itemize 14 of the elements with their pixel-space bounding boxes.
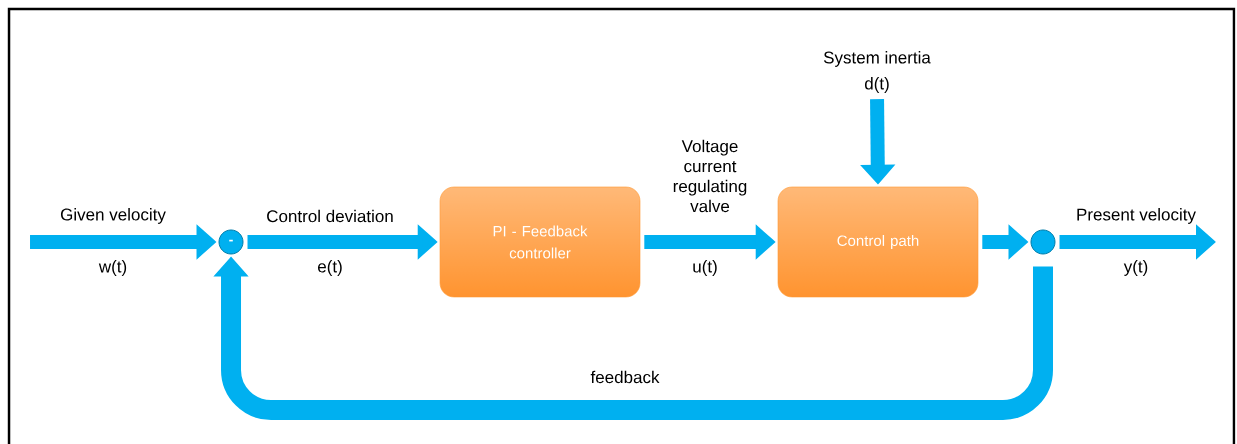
signal-label: y(t) <box>1123 260 1148 276</box>
edge-label: Voltage current regulating valve <box>673 139 747 213</box>
signal-label: e(t) <box>318 260 342 276</box>
edge-label: Control deviation <box>267 209 393 223</box>
edge-label: Given velocity <box>60 208 166 224</box>
process-box: PI - Feedback controller <box>439 186 641 298</box>
input-label: System inertia d(t) <box>823 51 931 93</box>
process-box: Control path <box>777 186 979 298</box>
signal-label: u(t) <box>693 260 717 276</box>
junction-circle <box>1030 229 1056 255</box>
signal-label: w(t) <box>98 260 127 276</box>
summing-junction: - <box>218 229 244 255</box>
edge-label: Present velocity <box>1077 208 1196 224</box>
edge-label: feedback <box>590 370 660 384</box>
